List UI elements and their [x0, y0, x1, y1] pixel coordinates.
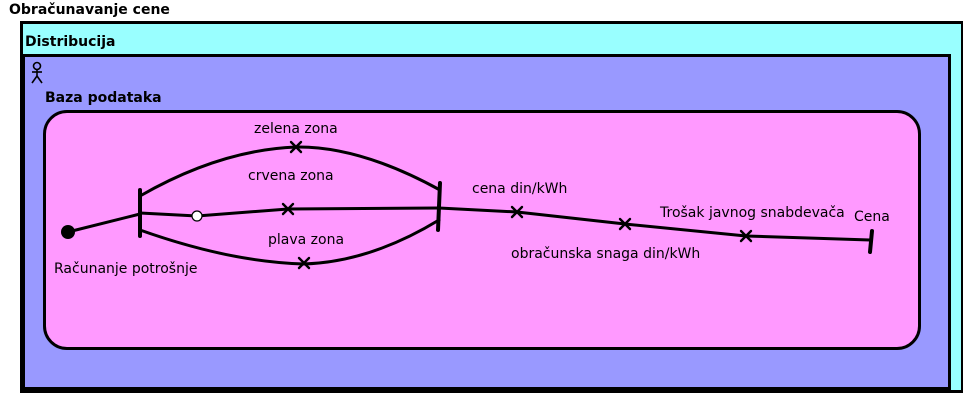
outer-region-label: Distribucija — [25, 34, 116, 50]
marker-supplier-cost — [739, 229, 753, 243]
inner-region-label: Baza podataka — [45, 90, 162, 106]
start-node — [61, 225, 75, 239]
end-bar — [868, 229, 874, 254]
label-start: Računanje potrošnje — [54, 261, 198, 277]
marker-blue-zone — [297, 256, 311, 270]
marker-price — [510, 205, 524, 219]
label-price: cena din/kWh — [472, 181, 568, 197]
marker-power — [618, 217, 632, 231]
label-green-zone: zelena zona — [254, 121, 338, 137]
diagram-title: Obračunavanje cene — [9, 2, 170, 18]
marker-red-zone — [281, 202, 295, 216]
edge-red-zone — [138, 206, 441, 218]
label-end: Cena — [854, 209, 890, 225]
edge-start-fork — [66, 212, 142, 234]
label-red-zone: crvena zona — [248, 168, 334, 184]
junction-node — [191, 210, 203, 222]
inner-region — [43, 110, 921, 350]
actor-icon — [31, 61, 43, 84]
label-blue-zone: plava zona — [268, 232, 345, 248]
label-power: obračunska snaga din/kWh — [511, 246, 701, 262]
label-supplier-cost: Trošak javnog snabdevača — [660, 205, 845, 221]
marker-green-zone — [289, 140, 303, 154]
